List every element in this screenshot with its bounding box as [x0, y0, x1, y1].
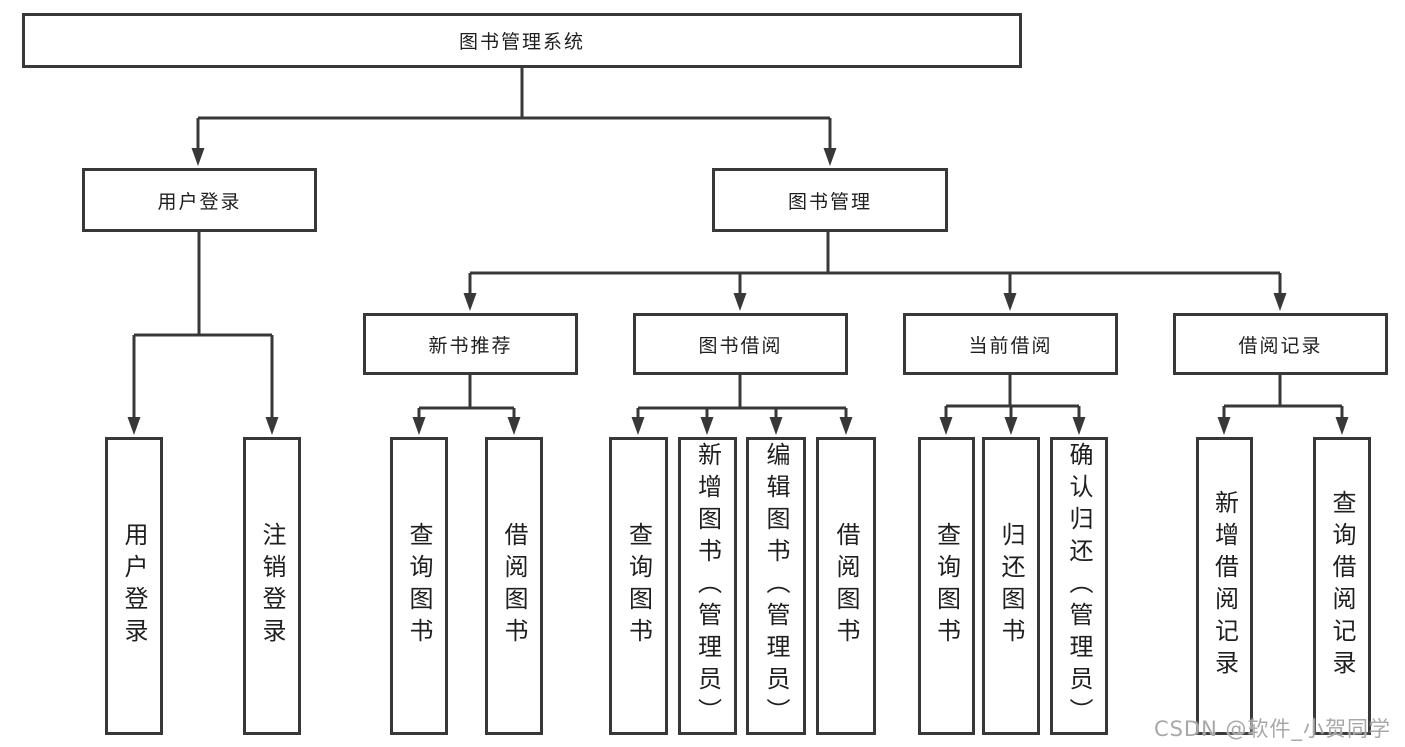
node-borrow-records-label: 借阅记录	[1238, 334, 1323, 357]
node-new-book-recommend-label: 新书推荐	[428, 334, 513, 357]
leaf-add-book-admin-label: 新增图书（管理员）	[693, 442, 722, 730]
node-current-borrow: 当前借阅	[903, 313, 1118, 375]
arrow-icon	[700, 417, 714, 435]
connector-borrow-to-leaves	[636, 375, 848, 422]
node-new-book-recommend: 新书推荐	[363, 313, 578, 375]
leaf-logout: 注销登录	[243, 437, 301, 735]
leaf-borrow-books: 借阅图书	[816, 437, 876, 735]
arrow-icon	[191, 148, 205, 166]
leaf-borrow-books-recommend: 借阅图书	[485, 437, 543, 735]
leaf-add-book-admin: 新增图书（管理员）	[678, 437, 737, 735]
leaf-borrow-books-recommend-label: 借阅图书	[500, 522, 528, 650]
connector-records-to-leaves	[1222, 375, 1344, 422]
node-borrow-records: 借阅记录	[1173, 313, 1388, 375]
leaf-query-books-recommend-label: 查询图书	[405, 522, 433, 650]
leaf-query-books-current: 查询图书	[918, 437, 975, 735]
leaf-edit-book-admin: 编辑图书（管理员）	[746, 437, 806, 735]
node-book-borrow-label: 图书借阅	[698, 334, 783, 357]
node-user-login: 用户登录	[82, 168, 317, 232]
leaf-logout-label: 注销登录	[258, 522, 286, 650]
arrow-icon	[823, 148, 837, 166]
node-book-management: 图书管理	[712, 168, 948, 232]
connector-root-to-level2	[196, 68, 832, 152]
arrow-icon	[507, 417, 521, 435]
node-root: 图书管理系统	[22, 13, 1022, 68]
arrow-icon	[1003, 293, 1017, 311]
node-root-label: 图书管理系统	[458, 31, 585, 53]
node-user-login-label: 用户登录	[157, 190, 242, 213]
leaf-query-borrow-record-label: 查询借阅记录	[1328, 490, 1356, 682]
arrow-icon	[1217, 417, 1231, 435]
leaf-user-login-label: 用户登录	[120, 522, 148, 650]
node-book-borrow: 图书借阅	[633, 313, 848, 375]
leaf-borrow-books-label: 借阅图书	[832, 522, 860, 650]
connector-newrec-to-leaves	[417, 375, 516, 422]
arrow-icon	[1072, 417, 1086, 435]
connector-bookmgmt-to-level3	[468, 232, 1282, 298]
node-book-management-label: 图书管理	[787, 190, 872, 213]
leaf-user-login: 用户登录	[105, 437, 163, 735]
arrow-icon	[127, 417, 141, 435]
arrow-icon	[1273, 293, 1287, 311]
leaf-query-books-borrow: 查询图书	[609, 437, 668, 735]
connector-userlogin-to-leaves	[132, 232, 274, 422]
arrow-icon	[1004, 417, 1018, 435]
arrow-icon	[839, 417, 853, 435]
leaf-confirm-return-admin: 确认归还（管理员）	[1050, 437, 1108, 735]
csdn-watermark: CSDN @软件_小贺同学	[1153, 717, 1391, 741]
leaf-query-books-borrow-label: 查询图书	[624, 522, 653, 650]
leaf-add-borrow-record-label: 新增借阅记录	[1210, 490, 1239, 682]
arrow-icon	[265, 417, 279, 435]
leaf-confirm-return-admin-label: 确认归还（管理员）	[1065, 442, 1093, 730]
leaf-query-books-current-label: 查询图书	[932, 522, 961, 650]
node-current-borrow-label: 当前借阅	[968, 334, 1053, 357]
arrow-icon	[631, 417, 645, 435]
arrowhead-icons	[127, 148, 1349, 435]
leaf-add-borrow-record: 新增借阅记录	[1196, 437, 1253, 735]
arrow-icon	[769, 417, 783, 435]
leaf-return-book: 归还图书	[982, 437, 1040, 735]
arrow-icon	[733, 293, 747, 311]
connector-current-to-leaves	[944, 375, 1081, 422]
arrow-icon	[412, 417, 426, 435]
arrow-icon	[1335, 417, 1349, 435]
leaf-query-borrow-record: 查询借阅记录	[1313, 437, 1371, 735]
arrow-icon	[939, 417, 953, 435]
leaf-return-book-label: 归还图书	[997, 522, 1025, 650]
leaf-query-books-recommend: 查询图书	[390, 437, 448, 735]
arrow-icon	[463, 293, 477, 311]
leaf-edit-book-admin-label: 编辑图书（管理员）	[762, 442, 790, 730]
